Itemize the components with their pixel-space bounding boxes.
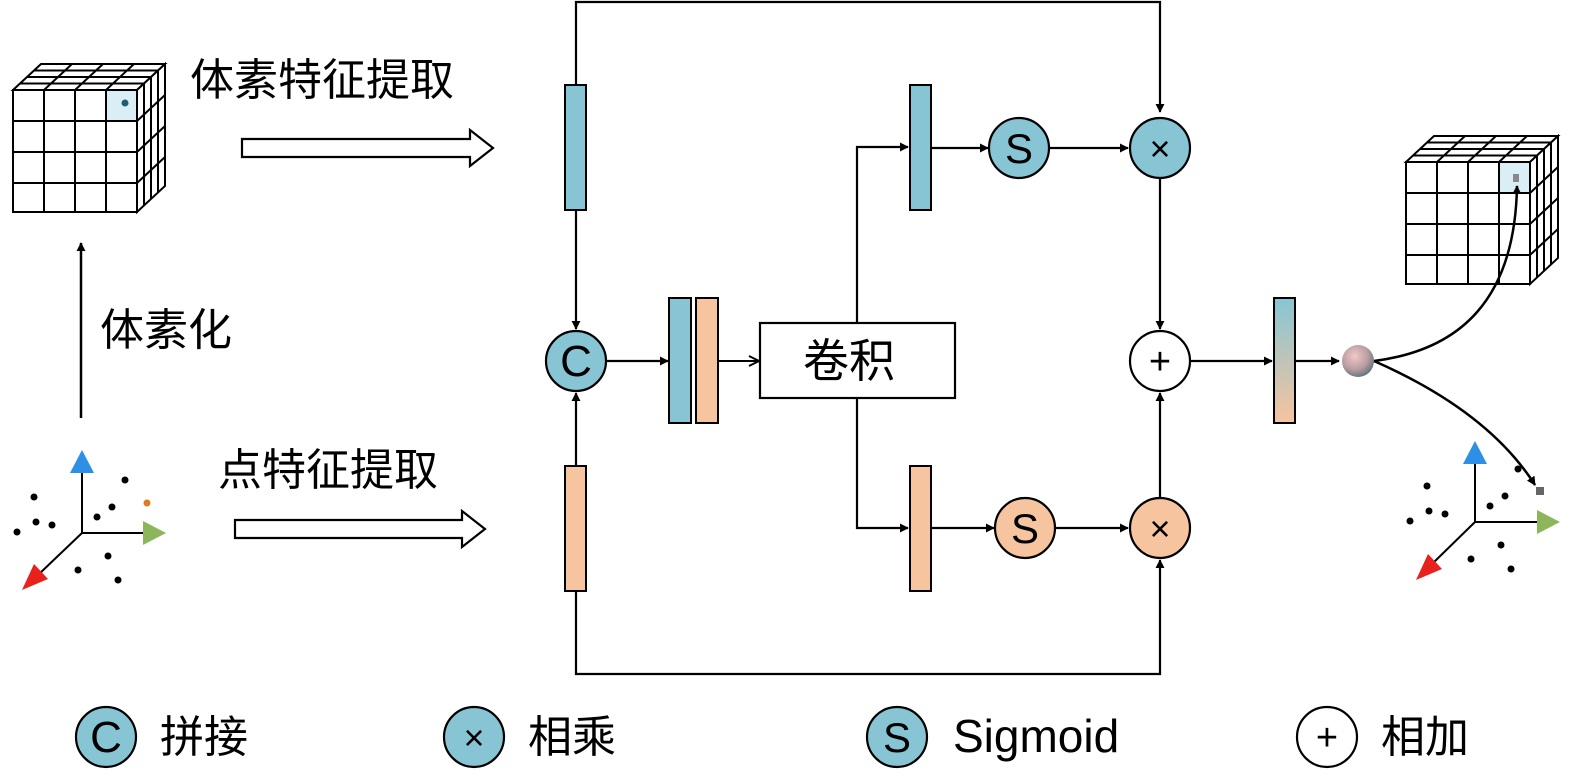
legend-item-multiply: × 相乘 bbox=[442, 705, 616, 769]
z-axis-arrow-icon bbox=[22, 564, 48, 590]
conv-label: 卷积 bbox=[803, 334, 895, 388]
lower-multiply-op: × bbox=[1128, 496, 1192, 560]
voxel-skip-line bbox=[574, 0, 1165, 113]
concat-symbol: C bbox=[560, 337, 592, 386]
conv-to-lower-bar-arrow bbox=[855, 398, 909, 533]
legend-multiply-label: 相乘 bbox=[528, 712, 616, 763]
legend-item-add: + 相加 bbox=[1295, 705, 1469, 769]
point-feature-bar bbox=[564, 465, 587, 592]
voxel-feature-bar bbox=[564, 84, 587, 211]
voxel-grid-icon bbox=[10, 61, 168, 215]
legend-item-concat: C 拼接 bbox=[74, 705, 248, 769]
output-z-axis-arrow-icon bbox=[1416, 554, 1442, 580]
concat-op: C bbox=[544, 329, 608, 393]
upper-multiply-op: × bbox=[1128, 116, 1192, 180]
lower-weight-bar bbox=[909, 465, 932, 592]
legend-sigmoid-symbol: S bbox=[883, 714, 911, 761]
y-axis-arrow-icon bbox=[70, 450, 94, 473]
output-point-marker-icon bbox=[1536, 487, 1544, 495]
upper-weight-bar bbox=[909, 84, 932, 211]
conv-block: 卷积 bbox=[758, 321, 957, 400]
legend-sigmoid-label: Sigmoid bbox=[953, 710, 1119, 762]
to-voxel-output-arrow bbox=[1373, 185, 1522, 363]
legend-concat-label: 拼接 bbox=[160, 712, 248, 763]
to-point-output-arrow bbox=[1373, 359, 1537, 486]
upper-sigmoid-symbol: S bbox=[1005, 125, 1033, 172]
lower-sigmoid-op: S bbox=[993, 496, 1057, 560]
add-op: + bbox=[1128, 329, 1192, 393]
legend-item-sigmoid: S Sigmoid bbox=[865, 705, 1119, 769]
voxel-feature-label: 体素特征提取 bbox=[190, 55, 454, 106]
upper-sigmoid-op: S bbox=[987, 116, 1051, 180]
lower-sigmoid-symbol: S bbox=[1011, 505, 1039, 552]
point-feature-arrow bbox=[233, 508, 487, 550]
output-voxel-point-icon bbox=[1513, 174, 1519, 182]
fused-point-icon bbox=[1342, 345, 1374, 377]
legend-multiply-symbol: × bbox=[463, 717, 484, 758]
legend-add-symbol: + bbox=[1316, 717, 1338, 759]
output-x-axis-arrow-icon bbox=[1537, 510, 1560, 534]
legend: C 拼接 × 相乘 S Sigmoid + 相加 bbox=[74, 705, 1469, 769]
voxelize-label: 体素化 bbox=[100, 305, 232, 356]
fused-feature-bar bbox=[1273, 297, 1296, 424]
conv-to-upper-bar-arrow bbox=[855, 142, 909, 323]
concat-voxel-bar bbox=[668, 297, 692, 424]
output-point-cloud-icon bbox=[1406, 441, 1560, 580]
legend-add-label: 相加 bbox=[1381, 712, 1469, 763]
legend-concat-symbol: C bbox=[90, 713, 122, 762]
point-skip-line bbox=[574, 559, 1165, 676]
add-symbol: + bbox=[1149, 341, 1171, 383]
concat-point-bar bbox=[695, 297, 719, 424]
x-axis-arrow-icon bbox=[143, 521, 166, 545]
output-voxel-grid-icon bbox=[1403, 133, 1561, 287]
output-y-axis-arrow-icon bbox=[1463, 441, 1487, 464]
voxel-point-icon bbox=[121, 99, 129, 107]
upper-multiply-symbol: × bbox=[1149, 128, 1170, 169]
point-cloud-icon bbox=[13, 450, 166, 590]
voxel-feature-arrow bbox=[240, 127, 495, 169]
point-feature-label: 点特征提取 bbox=[218, 445, 438, 496]
lower-multiply-symbol: × bbox=[1149, 508, 1170, 549]
